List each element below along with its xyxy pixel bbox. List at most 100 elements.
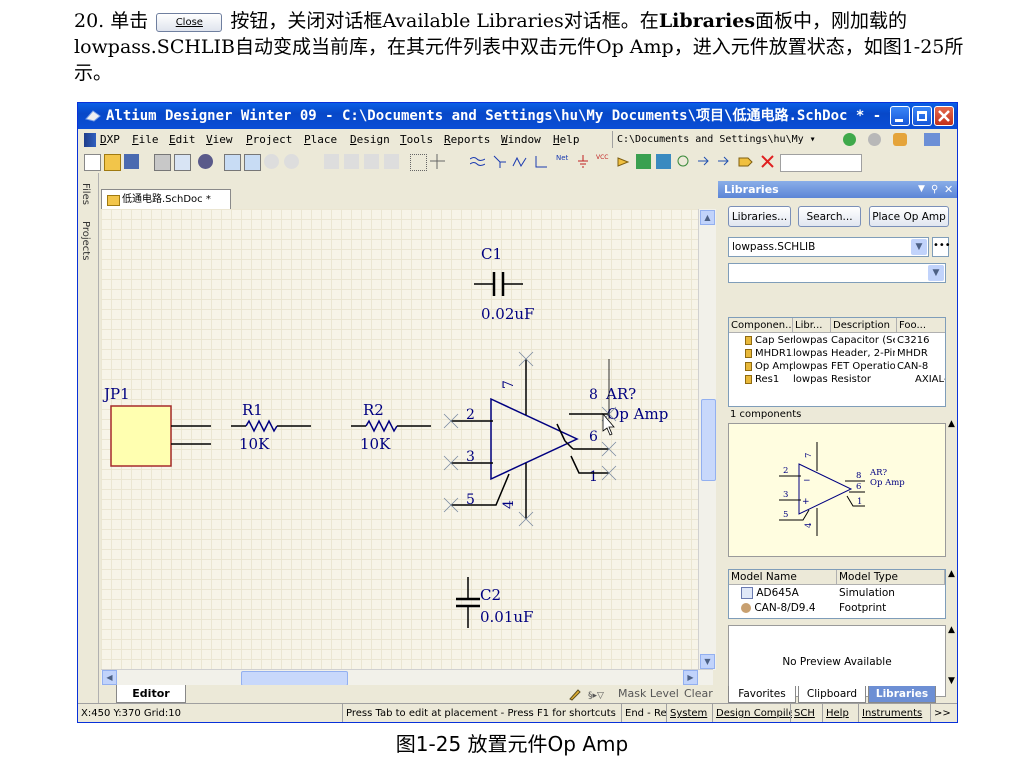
status-tab-design-compiler[interactable]: Design Compiler <box>712 704 792 722</box>
zoom-selected-icon[interactable] <box>264 154 279 169</box>
collapse-up-icon[interactable]: ▲ <box>948 569 955 579</box>
model-list[interactable]: Model Name Model Type AD645A Simulation … <box>728 569 946 619</box>
editor-tab[interactable]: Editor <box>116 685 186 703</box>
sheet-entry-icon[interactable] <box>656 154 671 169</box>
cut-icon[interactable] <box>324 154 339 169</box>
collapse-up-icon[interactable]: ▲ <box>948 419 955 429</box>
library-more-button[interactable]: ••• <box>932 237 951 257</box>
place-op-amp-button[interactable]: Place Op Amp <box>869 206 949 227</box>
chart-icon[interactable] <box>924 133 940 146</box>
move-icon[interactable] <box>430 154 445 169</box>
zoom-area-icon[interactable] <box>244 154 261 171</box>
maximize-button[interactable] <box>912 106 932 126</box>
vcc-port-icon[interactable]: VCC <box>596 154 609 161</box>
side-tab-projects[interactable]: Projects <box>80 221 91 261</box>
harness-entry-icon[interactable] <box>716 154 731 169</box>
new-doc-icon[interactable] <box>84 154 101 171</box>
scroll-left-button[interactable]: ◀ <box>102 670 117 685</box>
list-item[interactable]: MHDR1X2 lowpas Header, 2-Pin MHDR <box>729 347 945 360</box>
scroll-down-button[interactable]: ▼ <box>700 654 715 669</box>
menu-design[interactable]: Design <box>350 133 390 146</box>
menu-help[interactable]: Help <box>553 133 580 146</box>
col-footprint[interactable]: Foo... <box>897 318 945 333</box>
sheet-symbol-icon[interactable] <box>636 154 651 169</box>
open-folder-icon[interactable] <box>104 154 121 171</box>
tab-favorites[interactable]: Favorites <box>728 686 796 703</box>
no-erc-icon[interactable] <box>760 154 775 169</box>
panel-menu-icon[interactable]: ▼ <box>918 184 925 194</box>
col-component[interactable]: Componen... / <box>729 318 793 333</box>
nav-forward-icon[interactable] <box>868 133 881 146</box>
netlabel-icon[interactable]: Net <box>556 154 569 162</box>
rubber-stamp-icon[interactable] <box>384 154 399 169</box>
search-button[interactable]: Search... <box>798 206 861 227</box>
bus-entry-icon[interactable] <box>492 154 507 169</box>
col-model-type[interactable]: Model Type <box>837 570 945 585</box>
panel-close-icon[interactable]: ✕ <box>944 183 954 196</box>
menu-project[interactable]: Project <box>246 133 293 146</box>
col-library[interactable]: Libr... <box>793 318 831 333</box>
collapse-up-icon[interactable]: ▲ <box>948 625 955 635</box>
menu-dxp[interactable]: DXP <box>100 133 120 146</box>
status-more[interactable]: >> <box>930 704 957 722</box>
component-list[interactable]: Componen... / Libr... Description Foo...… <box>728 317 946 407</box>
pen-icon[interactable] <box>568 687 582 701</box>
schematic-canvas[interactable]: C1 0.02uF C2 0.01uF JP1 2 1 R1 10K R2 10… <box>101 209 712 670</box>
model-row[interactable]: AD645A <box>741 586 799 600</box>
bus-icon[interactable] <box>469 154 486 169</box>
copy-icon[interactable] <box>344 154 359 169</box>
port-icon[interactable] <box>676 154 691 169</box>
filter-icon[interactable]: §▸▽ <box>588 691 604 701</box>
canvas-horizontal-scrollbar[interactable]: ◀ ▶ <box>101 669 713 686</box>
scroll-right-button[interactable]: ▶ <box>683 670 698 685</box>
menu-reports[interactable]: Reports <box>444 133 491 146</box>
menu-view[interactable]: View <box>206 133 233 146</box>
toolbar-combo[interactable] <box>780 154 862 172</box>
close-window-button[interactable] <box>934 106 954 126</box>
canvas-vertical-scrollbar[interactable]: ▲ ▼ <box>698 209 716 670</box>
menu-edit[interactable]: Edit <box>169 133 196 146</box>
status-tab-sch[interactable]: SCH <box>790 704 824 722</box>
list-item-selected[interactable]: Op Amp lowpas FET Operatior CAN-8 <box>729 360 945 373</box>
mask-level-button[interactable]: Mask Level <box>618 687 679 700</box>
minimize-button[interactable] <box>890 106 910 126</box>
model-row[interactable]: CAN-8/D9.4 <box>741 601 816 615</box>
zoom-filter-icon[interactable] <box>284 154 299 169</box>
print-preview-icon[interactable] <box>174 154 191 171</box>
path-combo[interactable]: C:\Documents and Settings\hu\My ▾ <box>612 131 842 148</box>
home-icon[interactable] <box>893 133 907 146</box>
list-item[interactable]: Res1 lowpas Resistor AXIAL- <box>729 373 945 386</box>
collapse-down-icon[interactable]: ▼ <box>948 676 955 686</box>
save-icon[interactable] <box>124 154 139 169</box>
directive-icon[interactable] <box>738 154 753 169</box>
pin-icon[interactable]: ⚲ <box>931 184 939 195</box>
status-tab-help[interactable]: Help <box>822 704 860 722</box>
nav-back-icon[interactable] <box>843 133 856 146</box>
menu-window[interactable]: Window <box>501 133 541 146</box>
tab-clipboard[interactable]: Clipboard <box>798 686 866 703</box>
wire-icon[interactable] <box>512 154 527 169</box>
place-part-icon[interactable] <box>616 154 631 169</box>
filter-input[interactable]: ▼ <box>728 263 946 283</box>
browse-icon[interactable] <box>198 154 213 169</box>
col-model-name[interactable]: Model Name <box>729 570 837 585</box>
select-area-icon[interactable] <box>410 154 427 171</box>
library-select[interactable]: lowpass.SCHLIB ▼ <box>728 237 929 257</box>
print-icon[interactable] <box>154 154 171 171</box>
col-description[interactable]: Description <box>831 318 897 333</box>
libraries-button[interactable]: Libraries... <box>728 206 791 227</box>
scroll-up-button[interactable]: ▲ <box>700 210 715 225</box>
menu-place[interactable]: Place <box>304 133 338 146</box>
menu-tools[interactable]: Tools <box>400 133 434 146</box>
status-tab-system[interactable]: System <box>666 704 714 722</box>
net-label-icon[interactable] <box>534 154 549 169</box>
tab-libraries[interactable]: Libraries <box>868 686 936 703</box>
clear-button[interactable]: Clear <box>684 687 713 700</box>
vscroll-thumb[interactable] <box>701 399 716 481</box>
document-tab[interactable]: 低通电路.SchDoc * <box>101 189 231 210</box>
harness-icon[interactable] <box>696 154 711 169</box>
list-item[interactable]: Cap Semi lowpas Capacitor (Sei C3216 <box>729 334 945 347</box>
gnd-port-icon[interactable] <box>576 154 591 169</box>
status-tab-instruments[interactable]: Instruments <box>858 704 932 722</box>
side-tab-files[interactable]: Files <box>80 183 91 205</box>
